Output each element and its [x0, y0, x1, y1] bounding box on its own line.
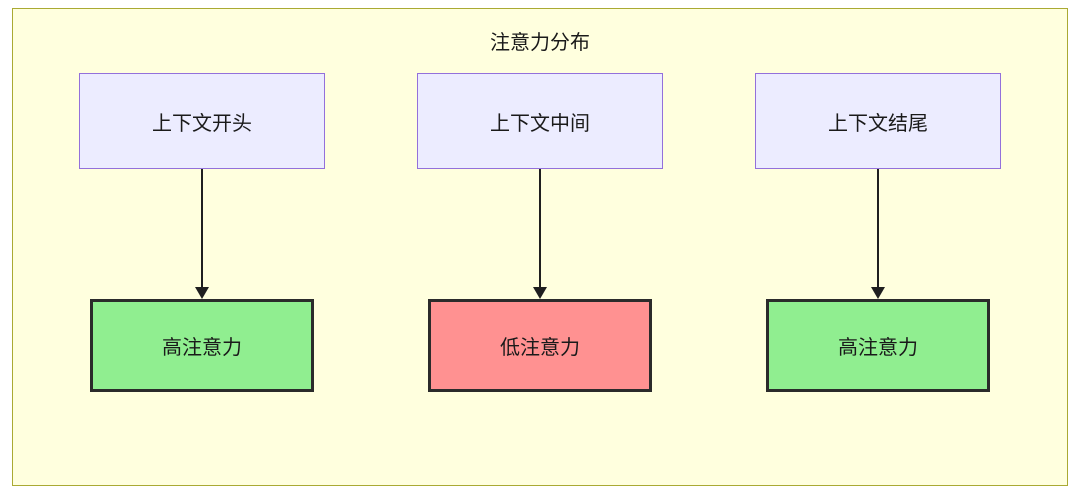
node-high-attention-1: 高注意力	[90, 299, 314, 392]
node-context-middle: 上下文中间	[417, 73, 663, 169]
arrow-shaft	[877, 169, 879, 287]
node-high-attention-2: 高注意力	[766, 299, 990, 392]
attention-distribution-frame: 注意力分布 上下文开头 高注意力 上下文中间 低注意力	[12, 8, 1068, 486]
down-arrow	[533, 169, 547, 299]
down-arrow	[195, 169, 209, 299]
down-arrow	[871, 169, 885, 299]
node-context-beginning: 上下文开头	[79, 73, 325, 169]
node-low-attention: 低注意力	[428, 299, 652, 392]
diagram-title: 注意力分布	[490, 32, 590, 54]
arrow-head-icon	[871, 287, 885, 299]
diagram-columns: 上下文开头 高注意力 上下文中间 低注意力 上下文结尾	[13, 55, 1067, 485]
arrow-shaft	[539, 169, 541, 287]
arrow-head-icon	[533, 287, 547, 299]
node-context-end: 上下文结尾	[755, 73, 1001, 169]
column-context-middle: 上下文中间 低注意力	[417, 73, 663, 439]
column-context-end: 上下文结尾 高注意力	[755, 73, 1001, 439]
arrow-shaft	[201, 169, 203, 287]
column-context-beginning: 上下文开头 高注意力	[79, 73, 325, 439]
arrow-head-icon	[195, 287, 209, 299]
